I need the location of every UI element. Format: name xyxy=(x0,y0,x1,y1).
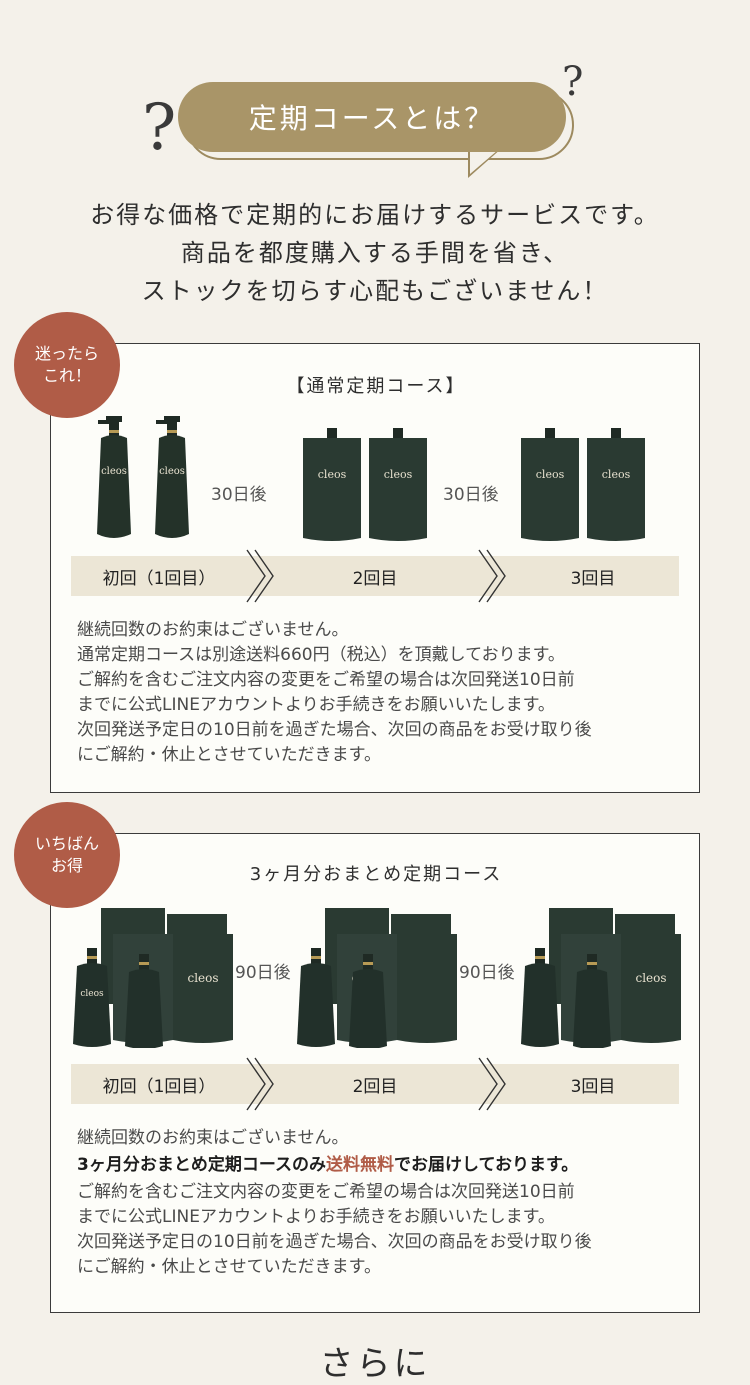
svg-text:cleos: cleos xyxy=(159,466,185,477)
product-bundle-image: cleos xyxy=(297,904,457,1048)
continue-heading: さらに xyxy=(319,1344,431,1384)
svg-text:cleos: cleos xyxy=(80,989,104,999)
course-notes: 継続回数のお約束はございません。 通常定期コースは別途送料660円（税込）を頂戴… xyxy=(77,618,687,768)
step-label: 初回（1回目） xyxy=(102,1076,216,1097)
three-month-course-card: 3ヶ月分おまとめ定期コース cleos cleos 90日後 cleos xyxy=(50,833,700,1313)
note-line: 継続回数のお約束はございません。 xyxy=(77,620,349,640)
step-label: 2回目 xyxy=(352,1076,398,1097)
question-mark-icon: ? xyxy=(562,59,584,105)
product-bottles-image: cleos cleos xyxy=(93,416,213,542)
delivery-steps: 初回（1回目） 2回目 3回目 xyxy=(71,549,679,603)
free-shipping-highlight: 送料無料 xyxy=(325,1155,394,1175)
free-shipping-note: 3ヶ月分おまとめ定期コースのみ送料無料でお届けしております。 xyxy=(77,1155,579,1175)
delivery-steps: 初回（1回目） 2回目 3回目 xyxy=(71,1057,679,1111)
product-pouches-image: cleos cleos xyxy=(519,426,649,544)
svg-text:cleos: cleos xyxy=(384,468,413,481)
note-line: 次回発送予定日の10日前を過ぎた場合、次回の商品をお受け取り後 xyxy=(77,720,592,740)
section-title: 定期コースとは？ xyxy=(178,82,566,152)
interval-label: 30日後 xyxy=(211,485,267,505)
interval-label: 90日後 xyxy=(235,963,291,983)
note-line: ご解約を含むご注文内容の変更をご希望の場合は次回発送10日前 xyxy=(77,670,575,690)
interval-label: 30日後 xyxy=(443,485,499,505)
note-line: 通常定期コースは別途送料660円（税込）を頂戴しております。 xyxy=(77,645,565,665)
intro-line: ストックを切らす心配もございません！ xyxy=(141,277,609,305)
note-line: 継続回数のお約束はございません。 xyxy=(77,1128,349,1148)
intro-line: お得な価格で定期的にお届けするサービスです。 xyxy=(90,201,660,229)
svg-text:cleos: cleos xyxy=(187,971,218,985)
note-line: にご解約・休止とさせていただきます。 xyxy=(77,745,381,765)
svg-text:cleos: cleos xyxy=(318,468,347,481)
chevron-right-icon xyxy=(478,1057,506,1111)
product-pouches-image: cleos cleos xyxy=(301,426,431,544)
svg-text:cleos: cleos xyxy=(536,468,565,481)
chevron-right-icon xyxy=(246,1057,274,1111)
intro-text: お得な価格で定期的にお届けするサービスです。 商品を都度購入する手間を省き、 ス… xyxy=(0,196,750,310)
intro-line: 商品を都度購入する手間を省き、 xyxy=(180,239,570,267)
question-mark-icon: ? xyxy=(142,91,177,165)
interval-label: 90日後 xyxy=(459,963,515,983)
course-title: 【通常定期コース】 xyxy=(286,376,466,397)
step-label: 3回目 xyxy=(570,1076,616,1097)
best-value-badge: いちばん お得 xyxy=(14,802,120,908)
svg-text:cleos: cleos xyxy=(101,466,127,477)
product-bundle-image: cleos xyxy=(521,904,681,1048)
note-line: 次回発送予定日の10日前を過ぎた場合、次回の商品をお受け取り後 xyxy=(77,1232,592,1252)
chevron-right-icon xyxy=(478,549,506,603)
regular-course-card: 【通常定期コース】 cleos cleos 30日後 xyxy=(50,343,700,793)
step-label: 初回（1回目） xyxy=(102,568,216,589)
step-label: 2回目 xyxy=(352,568,398,589)
note-line: ご解約を含むご注文内容の変更をご希望の場合は次回発送10日前 xyxy=(77,1182,575,1202)
course-notes: 継続回数のお約束はございません。 3ヶ月分おまとめ定期コースのみ送料無料でお届け… xyxy=(77,1126,687,1280)
step-label: 3回目 xyxy=(570,568,616,589)
course-title: 3ヶ月分おまとめ定期コース xyxy=(249,864,503,885)
chevron-right-icon xyxy=(246,549,274,603)
note-line: にご解約・休止とさせていただきます。 xyxy=(77,1257,381,1277)
note-line: までに公式LINEアカウントよりお手続きをお願いいたします。 xyxy=(77,1207,555,1227)
product-bundle-image: cleos cleos xyxy=(73,904,233,1048)
recommend-badge: 迷ったら これ！ xyxy=(14,312,120,418)
svg-text:cleos: cleos xyxy=(635,971,666,985)
hero-section: ? ? 定期コースとは？ お得な価格で定期的にお届けするサービスです。 商品を都… xyxy=(0,0,750,320)
svg-text:cleos: cleos xyxy=(602,468,631,481)
note-line: までに公式LINEアカウントよりお手続きをお願いいたします。 xyxy=(77,695,555,715)
